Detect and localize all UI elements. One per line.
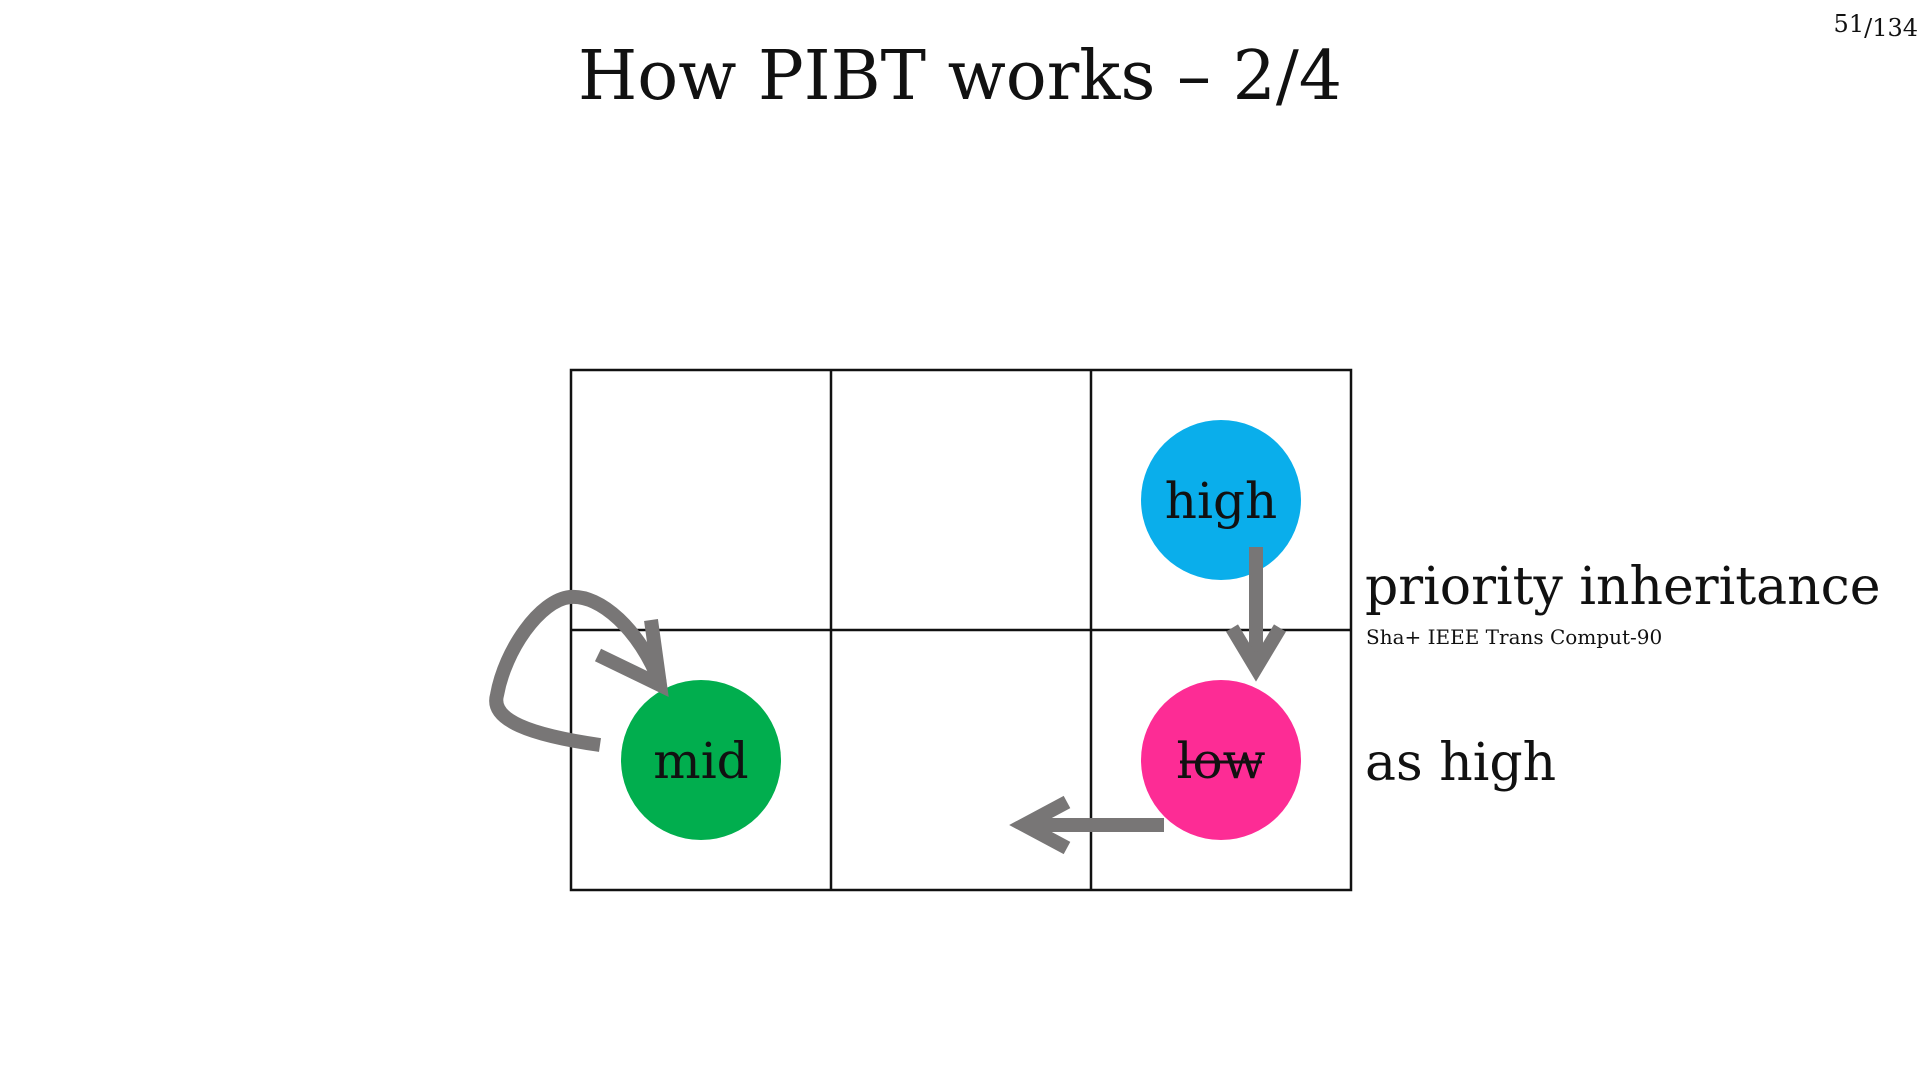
page-number: 51/134 xyxy=(1834,10,1918,42)
arrow-low-to-left-head xyxy=(1009,795,1071,855)
agent-low-circle xyxy=(1141,680,1301,840)
annotation-priority-inheritance: priority inheritance xyxy=(1365,557,1881,617)
page-total: 134 xyxy=(1872,14,1918,42)
page-current: 51 xyxy=(1833,10,1865,38)
arrow-mid-loop-head xyxy=(594,619,669,697)
agent-high-label: high xyxy=(1165,472,1277,530)
arrows xyxy=(489,547,1287,855)
page-separator: / xyxy=(1864,14,1873,42)
annotation-citation: Sha+ IEEE Trans Comput-90 xyxy=(1366,625,1662,649)
agent-mid-circle xyxy=(621,680,781,840)
arrow-mid-loop xyxy=(489,589,667,752)
agent-mid-label: mid xyxy=(653,732,748,790)
arrow-high-to-low-head xyxy=(1225,624,1287,682)
grid xyxy=(569,368,1353,892)
agent-high-circle xyxy=(1141,420,1301,580)
annotation-as-high: as high xyxy=(1365,733,1556,793)
slide-title: How PIBT works – 2/4 xyxy=(577,37,1343,116)
